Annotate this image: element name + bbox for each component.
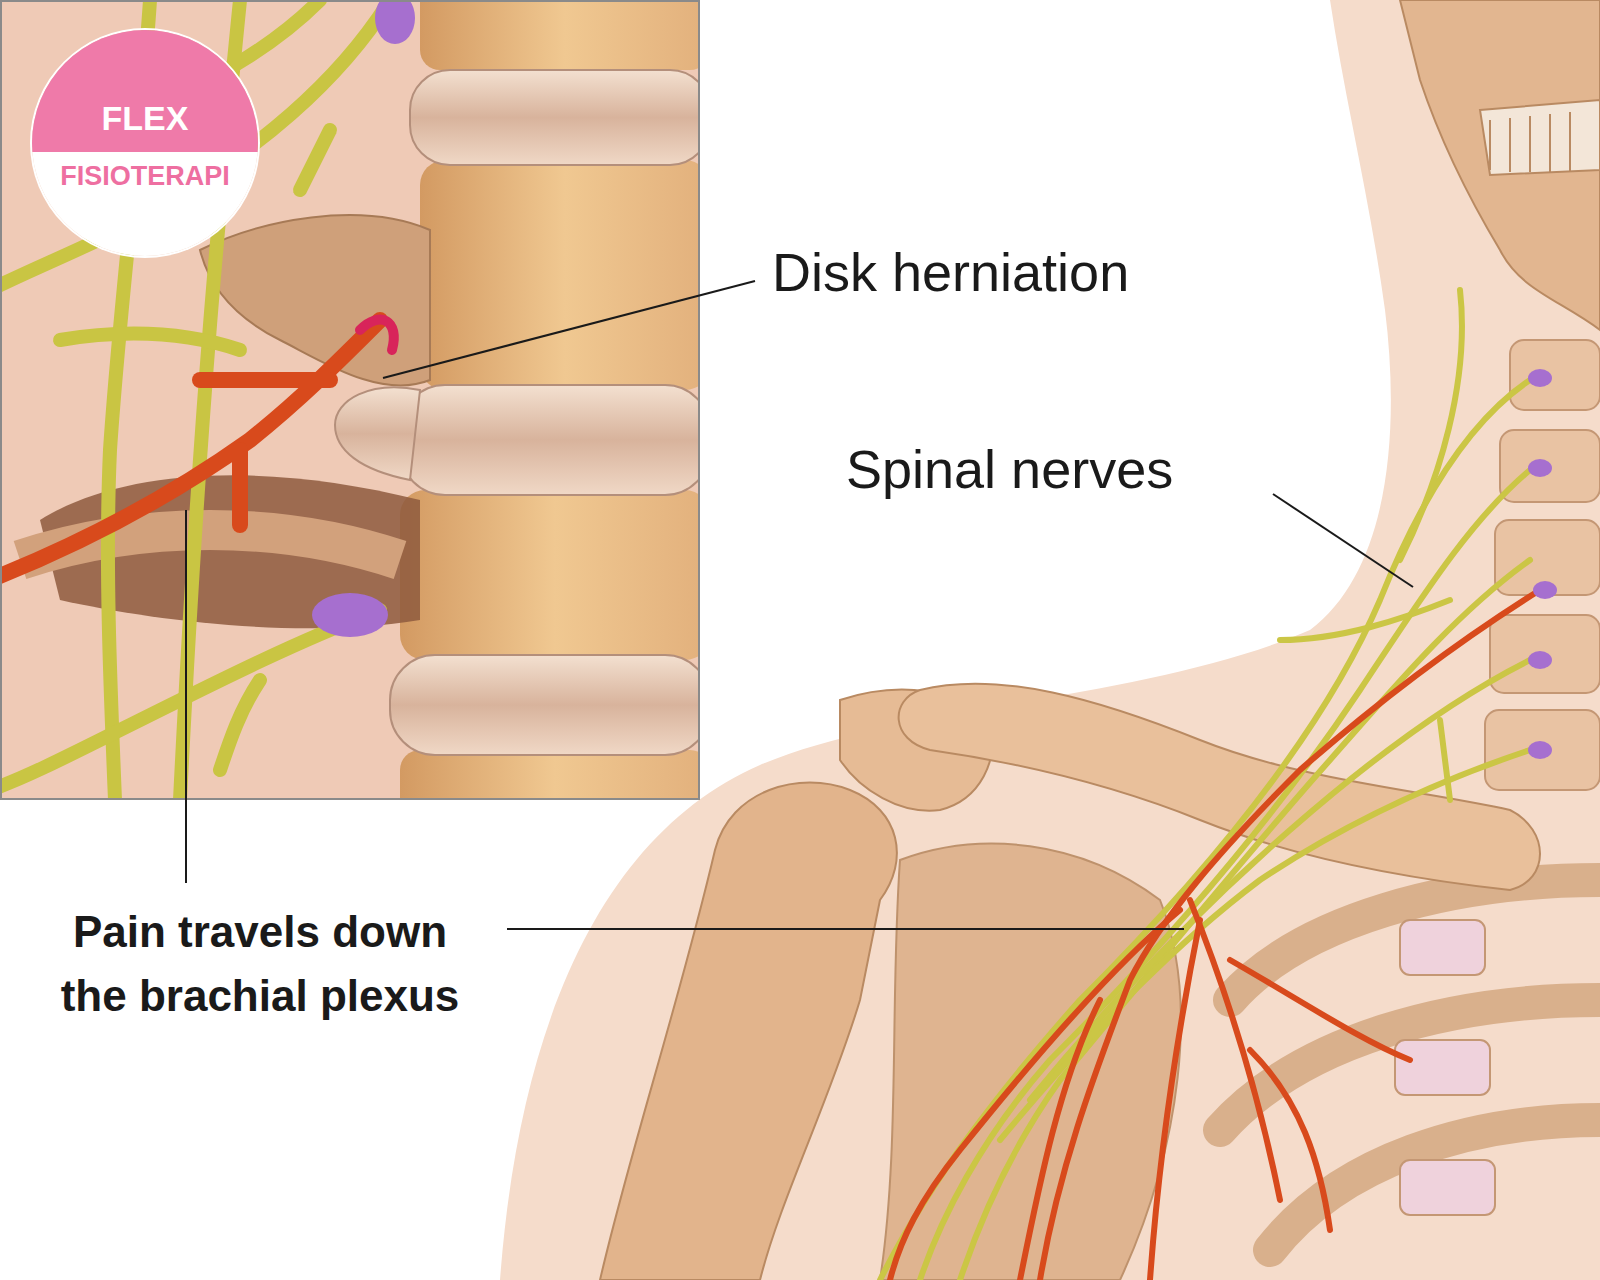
callout-label: Spinal nerves bbox=[846, 437, 1306, 501]
callout-label: Pain travels down the brachial plexus bbox=[50, 900, 470, 1028]
teeth-lines bbox=[1490, 112, 1570, 172]
logo-title: FLEX bbox=[102, 100, 189, 137]
inset-illustration bbox=[0, 0, 700, 800]
spinal-nerves bbox=[880, 290, 1530, 1280]
nerve-roots bbox=[1528, 369, 1557, 759]
humerus bbox=[600, 783, 897, 1280]
inset-frame bbox=[1, 1, 699, 799]
costal-cartilage bbox=[1395, 920, 1495, 1215]
teeth bbox=[1480, 100, 1600, 175]
cervical-spine bbox=[1485, 340, 1600, 790]
logo-circle: FLEX FISIOTERAPI bbox=[32, 30, 258, 256]
skull bbox=[1400, 0, 1600, 330]
logo-subtitle: FISIOTERAPI bbox=[60, 162, 230, 192]
leader-lines bbox=[186, 281, 1413, 929]
scapula bbox=[880, 844, 1181, 1280]
painful-nerve bbox=[890, 590, 1540, 1280]
callout-label: Disk herniation bbox=[772, 240, 1332, 304]
